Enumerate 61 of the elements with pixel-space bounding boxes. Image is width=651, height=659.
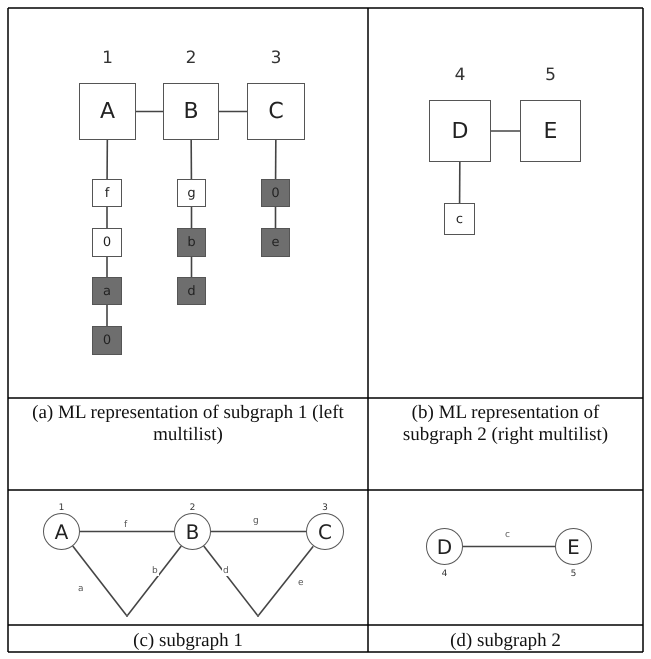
vertex-number: 4 [440,569,448,579]
vertex-box: A [79,83,136,140]
vertex-number: 2 [184,48,198,68]
list-cell: g [177,179,206,207]
edge-line [106,257,108,277]
edge-line [463,546,555,548]
caption: (a) ML representation of subgraph 1 (left multilist) [31,402,345,446]
edge-line [203,546,258,616]
edge-line [80,530,174,532]
edge-line [190,140,192,179]
vertex-number: 3 [270,48,282,68]
edge-line [274,140,277,179]
vertex-number: 5 [544,65,557,85]
edge-label: d [222,566,230,576]
edge-label: c [504,530,511,540]
list-cell: 0 [92,228,122,257]
edge-line [219,110,247,112]
edge-line [491,130,520,132]
caption: (d) subgraph 2 [449,630,562,652]
vertex-number: 4 [454,65,466,85]
edge-label: e [297,578,305,588]
vertex-number: 1 [58,503,66,513]
vertex-circle: E [555,528,592,565]
caption: (b) ML representation of subgraph 2 (right multilist) [402,402,610,446]
list-cell: a [92,277,122,305]
vertex-circle: C [306,513,344,550]
vertex-box: D [429,100,491,162]
vertex-box: E [520,100,581,162]
edge-label: g [252,516,260,526]
edge-line [274,207,276,228]
list-cell: d [177,277,206,305]
vertex-circle: D [426,528,463,565]
edge-line [458,162,461,203]
edge-line [106,140,108,179]
edge-line [72,546,128,616]
edge-line [126,546,182,616]
edge-line [190,207,192,228]
list-cell: e [261,228,290,257]
edge-line [136,110,163,112]
caption: (c) subgraph 1 [132,630,244,652]
edge-line [190,257,192,277]
list-cell: 0 [92,326,122,355]
edge-line [211,530,306,532]
vertex-number: 5 [570,569,578,579]
edge-line [258,546,314,616]
vertex-number: 1 [101,48,114,68]
edge-label: a [77,584,85,594]
vertex-box: B [163,83,219,140]
list-cell: c [444,203,475,235]
edge-line [106,305,108,326]
list-cell: 0 [261,179,290,207]
list-cell: b [177,228,206,257]
edge-line [106,207,108,228]
vertex-number: 3 [321,503,329,513]
vertex-box: C [247,83,305,140]
edge-label: b [151,566,159,576]
vertex-circle: B [174,513,211,550]
edge-label: f [123,520,128,530]
vertex-circle: A [43,513,80,550]
vertex-number: 2 [188,503,196,513]
list-cell: f [92,179,122,207]
